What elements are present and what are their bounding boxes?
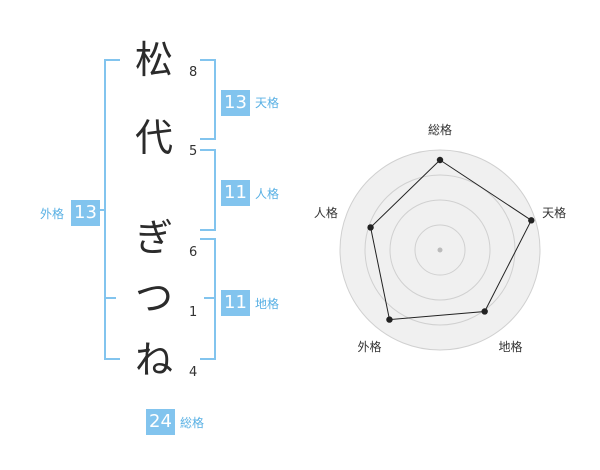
radar-axis-label-1: 総格 [428,122,452,137]
tenkaku-label: 天格 [255,96,280,110]
gaikaku-connector [98,209,104,211]
stroke-count-5: 4 [189,365,198,380]
jinkaku-bracket [200,149,216,231]
name-char-1: 松 [134,38,173,82]
radar-point-1 [436,156,444,164]
gaikaku-value-badge: 13 [71,200,100,226]
chikaku-value-badge: 11 [221,290,250,316]
radar-ring-1 [414,224,466,276]
radar-point-3 [481,308,488,315]
name-char-2: 代 [134,116,173,160]
chikaku-label: 地格 [255,297,280,311]
jinkaku-value-badge: 11 [221,180,250,206]
tenkaku-bracket [200,59,216,140]
radar-ring-3 [364,174,516,326]
chikaku-bracket-tick [204,297,216,299]
stroke-count-2: 5 [189,144,198,159]
radar-axis-label-4: 外格 [357,339,381,354]
radar-center-dot [437,247,443,253]
radar-point-4 [386,316,393,323]
gaikaku-label: 外格 [40,207,65,221]
stroke-count-1: 8 [189,65,198,80]
radar-point-2 [528,217,535,224]
gaikaku-bracket [104,59,120,360]
gaikaku-bracket-tick [104,297,116,299]
jinkaku-label: 人格 [255,187,280,201]
soukaku-value-badge: 24 [146,409,175,435]
radar-axis-label-2: 天格 [542,205,566,220]
soukaku-label: 総格 [180,416,205,430]
stroke-count-3: 6 [189,245,198,260]
tenkaku-value-badge: 13 [221,90,250,116]
chikaku-bracket [200,238,216,360]
name-char-3: ぎ [134,216,173,260]
radar-ring-4 [339,149,541,351]
radar-axis-label-3: 地格 [498,339,522,354]
radar-ring-2 [389,199,491,301]
name-char-5: ね [134,338,173,382]
radar-axis-label-5: 人格 [314,205,338,220]
radar-point-5 [367,224,374,231]
stroke-count-4: 1 [189,305,198,320]
radar-series-line [370,159,532,321]
name-char-4: つ [134,276,173,320]
